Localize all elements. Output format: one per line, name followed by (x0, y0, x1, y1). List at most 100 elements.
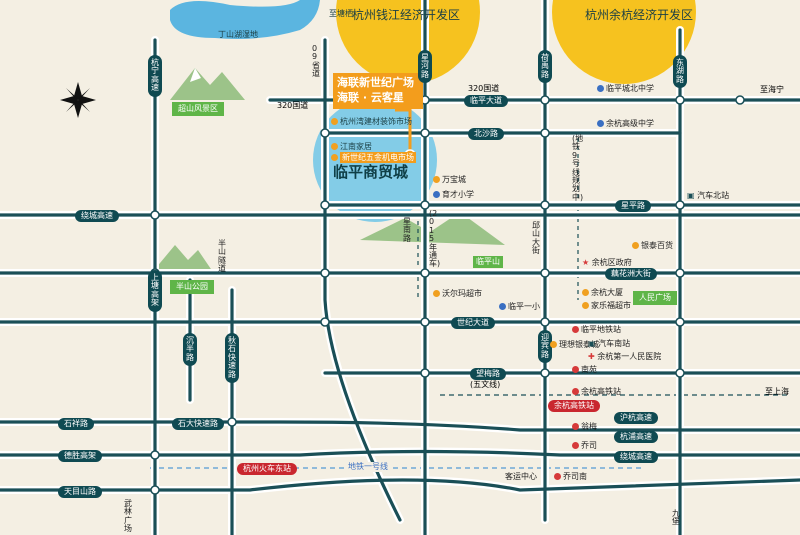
road-09-provincial: 09省道 (312, 44, 320, 79)
project-jiangnan[interactable]: 江南家居 (328, 141, 375, 153)
road-hangning: 杭宁高速 (148, 55, 162, 97)
poi-dot-icon (433, 290, 440, 297)
poi-dot-icon (632, 242, 639, 249)
road-huyu: 沪杭高速 (614, 412, 658, 424)
poi-yuhang-mansion[interactable]: 余杭大厦 (582, 289, 623, 297)
poi-yintai[interactable]: 银泰百货 (632, 242, 673, 250)
poi-hz-east[interactable]: 杭州火车东站 (237, 463, 297, 475)
lake-label: 丁山湖湿地 (218, 30, 258, 39)
zone-yuhang-label: 杭州余杭经济开发区 (585, 8, 694, 22)
road-shanghu: 上塘高架 (148, 270, 162, 312)
road-shiji: 世纪大道 (451, 317, 495, 329)
poi-dot-icon (582, 289, 589, 296)
poi-wengmei[interactable]: 翁梅 (572, 423, 597, 431)
road-wangmei: 望梅路 (470, 368, 506, 380)
poi-renmin[interactable]: 人民广场 (633, 291, 677, 305)
callout-line1: 海联新世纪广场 (337, 76, 414, 89)
poi-dot-icon (331, 154, 338, 161)
road-xingping: 星平路 (615, 200, 651, 212)
road-wulin: 武林广场 (124, 499, 132, 534)
poi-bus-south[interactable]: ▣ 汽车南站 (588, 339, 631, 348)
road-banshan-tunnel: 半山隧道 (218, 239, 226, 274)
poi-yuhang-hs[interactable]: 余杭高级中学 (597, 120, 654, 128)
road-beisha: 北沙路 (468, 128, 504, 140)
project-callout[interactable]: 海联新世纪广场 海联 · 云客星 (333, 73, 423, 109)
school-pin-icon (597, 85, 604, 92)
linping-mountain (360, 212, 505, 245)
metro-station-icon (572, 423, 579, 430)
project-callout-pointer (395, 108, 412, 150)
road-xingnan: 星南路 (403, 217, 411, 243)
road-donghu: 东湖路 (673, 55, 687, 89)
hub-title: 临平商贸城 (333, 163, 409, 181)
road-to-shanghai: 至上海 (765, 387, 789, 396)
road-linping-ave: 临平大道 (464, 95, 508, 107)
road-weihuazhou: 藕花洲大街 (605, 268, 657, 280)
poi-dot-icon (433, 176, 440, 183)
school-pin-icon (433, 191, 440, 198)
poi-walmart[interactable]: 沃尔玛超市 (433, 290, 482, 298)
school-pin-icon (597, 120, 604, 127)
hospital-icon: ✚ (588, 352, 595, 361)
poi-linping-north-school[interactable]: 临平城北中学 (597, 85, 654, 93)
road-deshen: 德胜高架 (58, 450, 102, 462)
metro-station-icon (572, 326, 579, 333)
poi-dot-icon (550, 341, 557, 348)
zone-qianjiang-label: 杭州钱江经济开发区 (352, 8, 461, 22)
road-hezhou: 荷禹路 (538, 50, 552, 84)
chaoshan-label: 超山风景区 (172, 102, 224, 116)
poi-dot-icon (331, 143, 338, 150)
road-xinghe: 星河路 (418, 50, 432, 84)
banshan-park-label: 半山公园 (170, 280, 214, 294)
chaoshan-mountain (170, 68, 245, 100)
road-320-right: 320国道 (468, 84, 500, 93)
zone-qianjiang-circle (336, 0, 480, 84)
metro-station-icon (572, 366, 579, 373)
road-zhitang: 至塘栖 (329, 9, 353, 18)
poi-gov[interactable]: ★ 余杭区政府 (582, 258, 632, 267)
road-chenban: 沉半路 (183, 333, 197, 367)
road-wuwen: (五文线) (470, 380, 501, 389)
project-building-market[interactable]: 杭州湾建材装饰市场 (328, 116, 415, 128)
road-metro1: 地铁一号线 (345, 462, 391, 472)
poi-yuhang-hsr[interactable]: 余杭高铁站 (548, 400, 600, 412)
poi-qiaosi-south[interactable]: 乔司南 (554, 473, 587, 481)
lake-shape (170, 0, 320, 39)
poi-nanyuan[interactable]: 南苑 (572, 366, 597, 374)
poi-lixiang[interactable]: 理想银泰城 (550, 341, 599, 349)
poi-linping-metro[interactable]: 临平地铁站 (572, 326, 621, 334)
road-qiushan: 邱山大街 (532, 221, 540, 256)
poi-jiale[interactable]: 家乐福超市 (582, 302, 631, 310)
poi-bus-north[interactable]: ▣ 汽车北站 (687, 191, 730, 200)
metro-station-icon (554, 473, 561, 480)
poi-dot-icon (582, 302, 589, 309)
poi-qiaosi[interactable]: 乔司 (572, 442, 597, 450)
metro-station-icon (572, 442, 579, 449)
road-yuhang-rail: (地铁9号线规划中) (572, 134, 584, 202)
road-raocheng-north: 绕城高速 (75, 210, 119, 222)
road-320-left: 320国道 (277, 101, 309, 110)
road-shida: 石大快速路 (172, 418, 224, 430)
star-icon: ★ (582, 258, 590, 267)
callout-line2: 海联 · 云客星 (337, 90, 404, 104)
poi-yuhang-hsr-small[interactable]: 余杭高铁站 (572, 388, 621, 396)
metro-station-icon (572, 388, 579, 395)
road-shixiang: 石祥路 (58, 418, 94, 430)
road-raocheng-south: 绕城高速 (614, 451, 658, 463)
road-qiushi: 秋石快速路 (225, 333, 239, 383)
poi-hospital[interactable]: ✚ 余杭第一人民医院 (588, 352, 662, 361)
compass-rose-icon (60, 82, 96, 118)
project-hardware[interactable]: 新世纪五金机电市场 (328, 152, 419, 164)
bus-icon: ▣ (588, 339, 596, 348)
poi-yuying[interactable]: 育才小学 (433, 191, 474, 199)
poi-dot-icon (331, 118, 338, 125)
poi-wanbao[interactable]: 万宝城 (433, 176, 466, 184)
road-yingbin: 迎宾路 (538, 330, 552, 364)
poi-bus-center[interactable]: 客运中心 (505, 472, 537, 481)
road-to-haining: 至海宁 (760, 85, 784, 94)
road-hangpu: 杭浦高速 (614, 431, 658, 443)
linping-hill-label: 临平山 (473, 256, 503, 268)
poi-linping-first[interactable]: 临平一小 (499, 303, 540, 311)
road-linping-tunnel: (2015年通车) (429, 209, 441, 269)
